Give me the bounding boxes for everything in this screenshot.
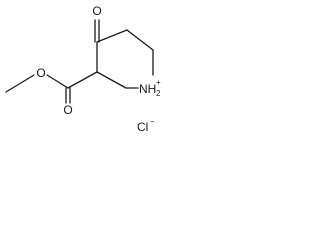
bond-c4-c5 xyxy=(96,29,128,43)
carbonyl-oxygen-label: O xyxy=(63,103,72,117)
ring-nitrogen-subscript: 2 xyxy=(156,89,161,98)
ring-nitrogen-charge: + xyxy=(156,78,161,87)
ring-nitrogen-label: NH xyxy=(139,82,156,96)
bond-ester-carbon-oxygen xyxy=(46,74,69,89)
structure-diagram: O O O NH 2 + Cl − xyxy=(5,4,161,134)
ketone-oxygen-label: O xyxy=(92,4,101,18)
counterion-charge: − xyxy=(150,117,155,126)
bond-ester-oxygen-methyl xyxy=(5,74,35,93)
bond-c3-ester-carbon xyxy=(67,71,98,89)
bond-c2-c3 xyxy=(96,71,127,89)
ester-oxygen-label: O xyxy=(36,66,45,80)
bond-c5-c6 xyxy=(126,29,154,51)
counterion-label: Cl xyxy=(137,120,148,134)
